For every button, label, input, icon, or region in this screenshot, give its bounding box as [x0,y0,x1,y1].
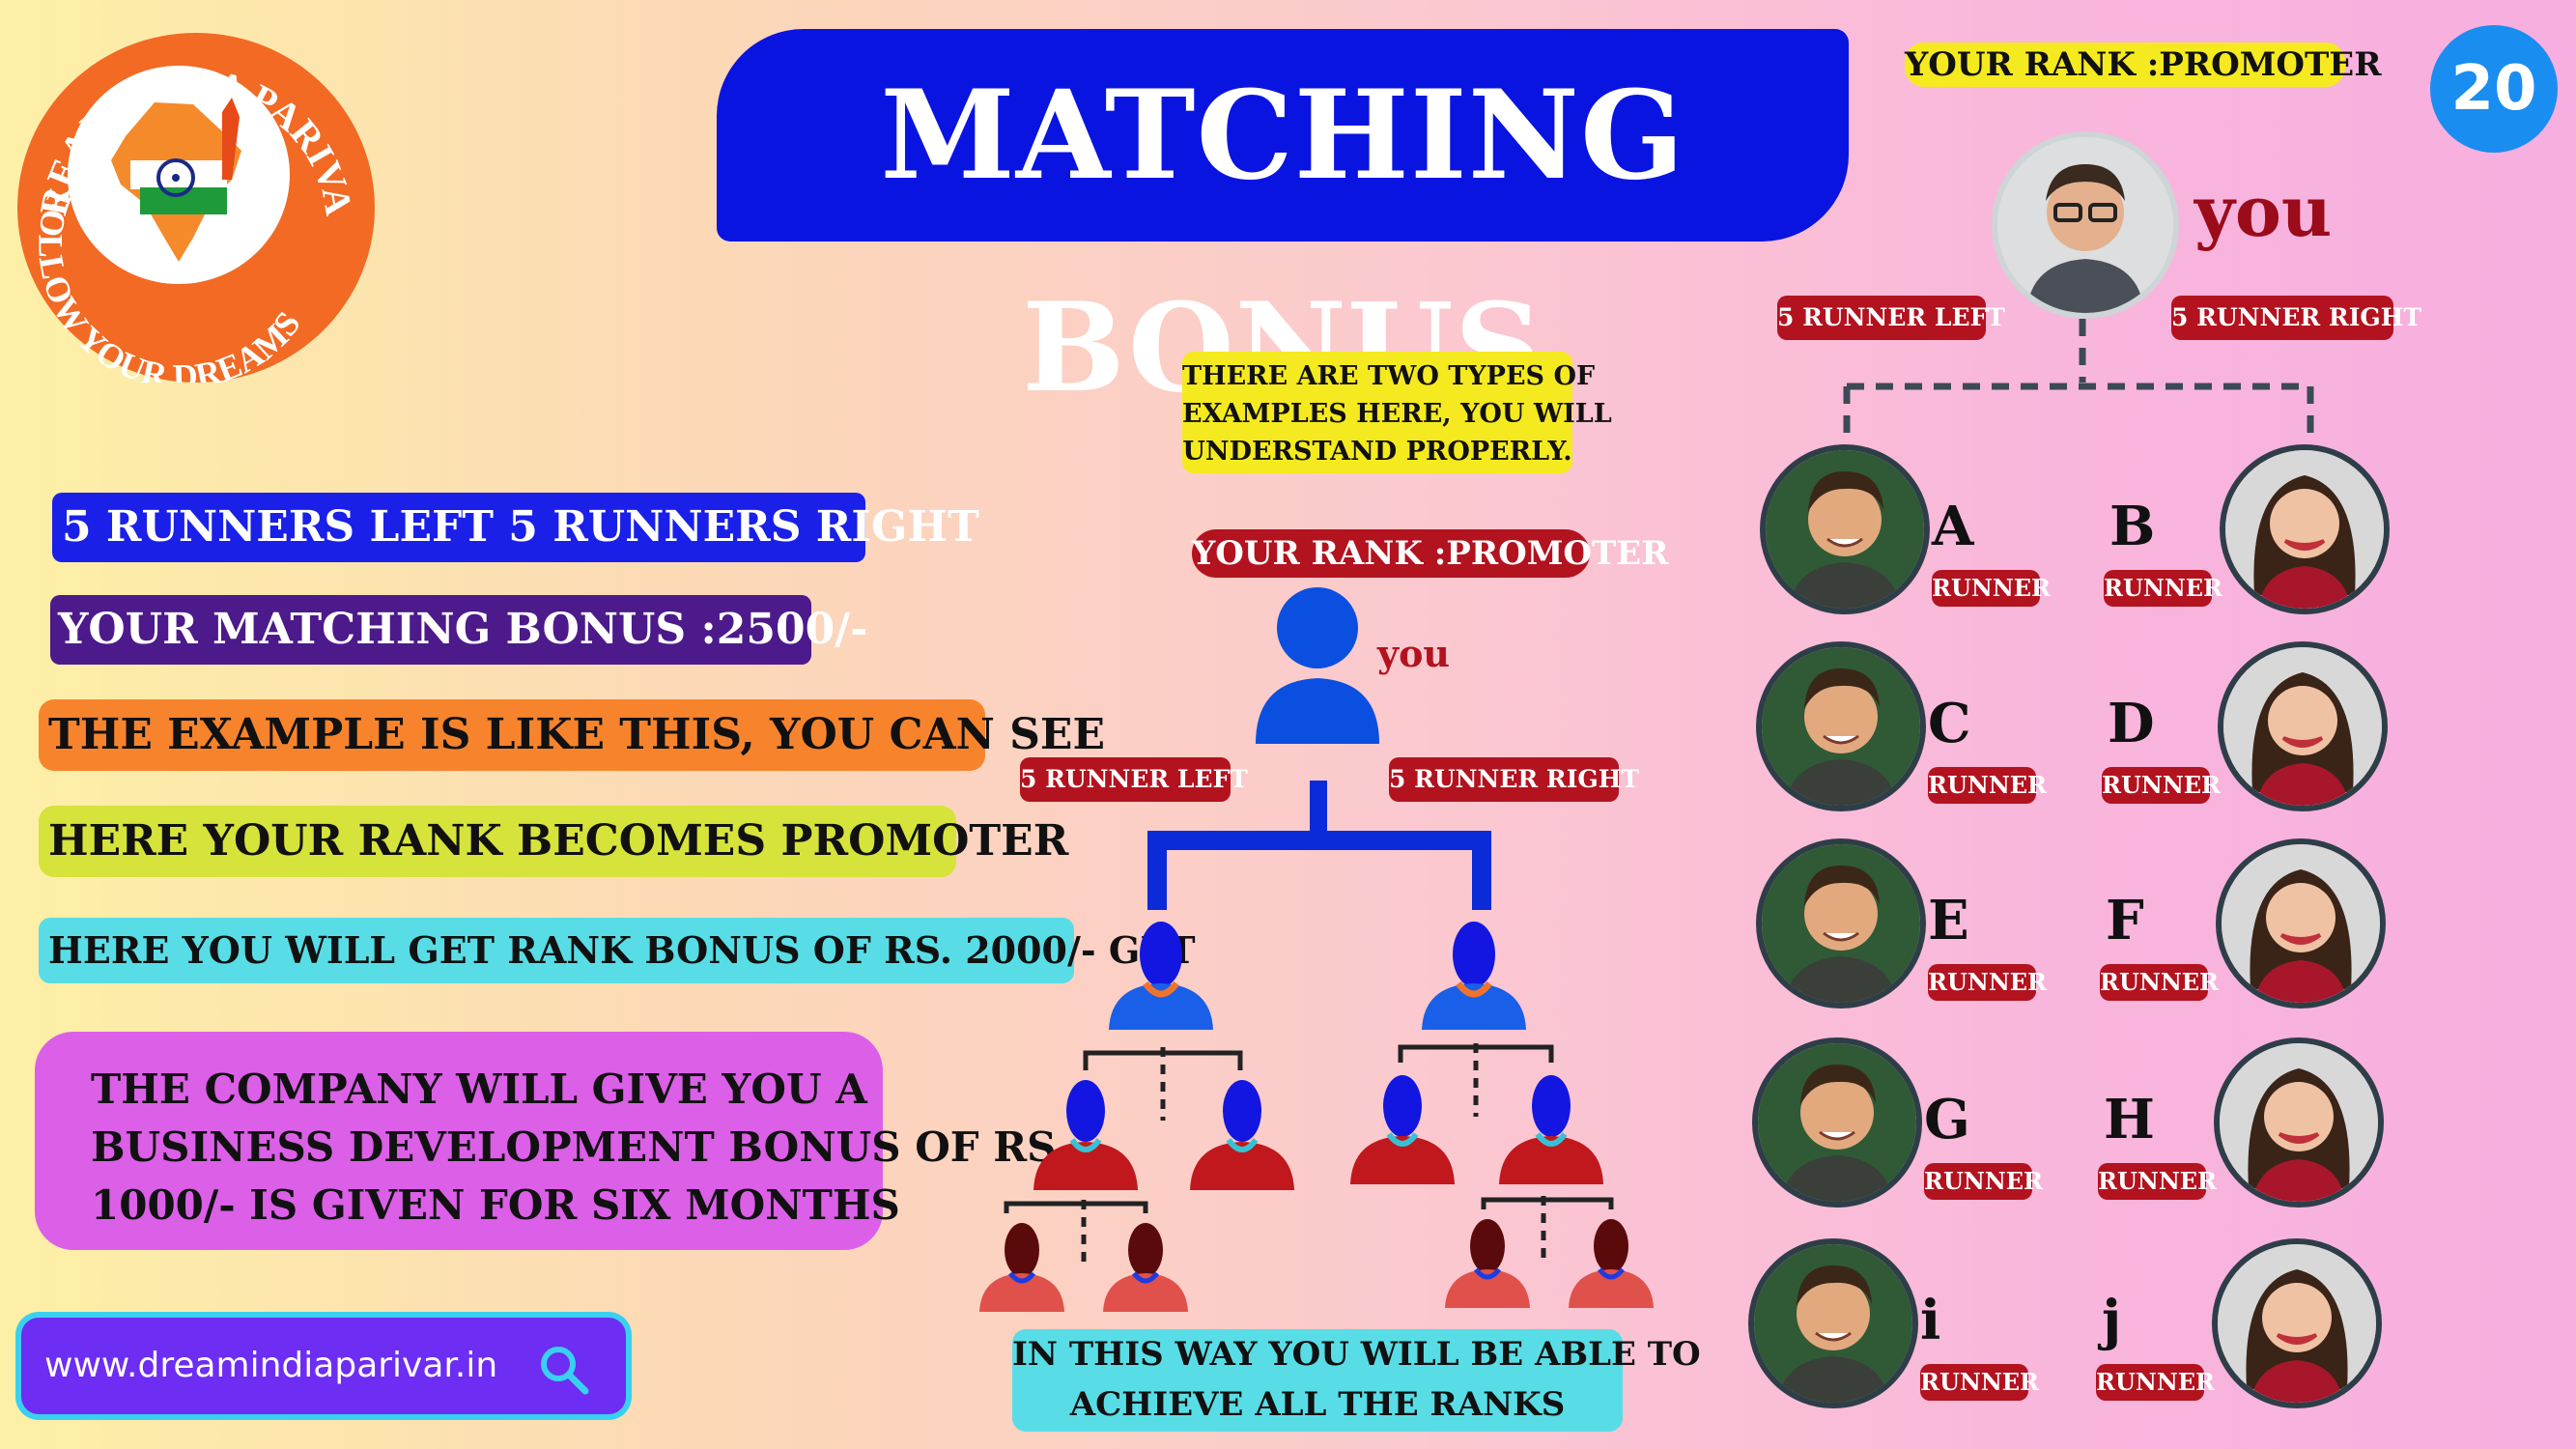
woman-avatar-icon [2225,450,2384,609]
great-grandchild-person-icon-2 [1103,1223,1188,1312]
left-child-person-icon [1109,922,1213,1030]
runner-letter-right: D [2108,692,2155,755]
runner-tag-left: RUNNER [1920,1364,2039,1401]
bottom-note-line-1: IN THIS WAY YOU WILL BE ABLE TO [1012,1335,1701,1374]
man-avatar-icon [1997,137,2173,313]
page-number-badge: 20 [2430,25,2558,153]
you-avatar [1992,131,2179,319]
runner-tag-left: RUNNER [1928,767,2047,804]
business-bonus-line-1: THE COMPANY WILL GIVE YOU A [91,1065,867,1113]
grandchild-person-icon-4 [1499,1075,1603,1184]
grandchild-person-icon-2 [1190,1080,1294,1190]
great-grandchild-person-icon-4 [1569,1219,1654,1308]
you-label: you [2194,170,2333,252]
examples-note: THERE ARE TWO TYPES OF EXAMPLES HERE, YO… [1182,352,1612,473]
bottom-note-line-2: ACHIEVE ALL THE RANKS [1069,1385,1566,1424]
runner-tag-right: RUNNER [2100,964,2219,1001]
examples-note-line-3: UNDERSTAND PROPERLY. [1182,437,1572,467]
great-grandchild-person-icon-3 [1445,1219,1530,1308]
man-avatar-icon [1766,450,1924,609]
examples-note-line-2: EXAMPLES HERE, YOU WILL [1182,399,1612,429]
runner-tag-left: RUNNER [1924,1163,2043,1200]
right-tree-connector [1843,319,2314,444]
page-title: MATCHING BONUS [880,64,1685,419]
info-line-runners: 5 RUNNERS LEFT 5 RUNNERS RIGHT [52,493,979,562]
search-icon[interactable] [537,1343,591,1397]
middle-you-label: you [1377,632,1451,675]
rank-top-tag: YOUR RANK :PROMOTER [1905,43,2381,87]
runner-avatar-right [2214,1037,2384,1208]
runner-avatar-right [2220,444,2390,614]
info-line-rank-promoter: HERE YOUR RANK BECOMES PROMOTER [39,806,1068,877]
runner-letter-right: H [2104,1088,2155,1151]
runner-letter-right: B [2109,495,2156,558]
runner-tag-right: RUNNER [2104,570,2222,607]
grandchild-person-icon-1 [1033,1080,1138,1190]
runner-letter-left: G [1924,1088,1970,1151]
runner-avatar-left [1756,641,1926,811]
middle-left-tag: 5 RUNNER LEFT [1020,757,1248,802]
man-avatar-icon [1758,1043,1916,1202]
woman-avatar-icon [2218,1244,2376,1403]
runner-letter-left: C [1928,692,1971,755]
runner-tag-right: RUNNER [2096,1364,2215,1401]
runner-avatar-right [2212,1238,2382,1408]
runner-tag-right: RUNNER [2098,1163,2217,1200]
runner-tag-left: RUNNER [1932,570,2051,607]
runner-avatar-right [2216,838,2386,1009]
runner-letter-right: F [2106,889,2144,952]
runner-tag-left: RUNNER [1928,964,2047,1001]
right-child-person-icon [1422,922,1526,1030]
runner-letter-left: i [1920,1289,1941,1352]
man-avatar-icon [1754,1244,1912,1403]
woman-avatar-icon [2222,844,2380,1003]
runner-avatar-right [2218,641,2388,811]
woman-avatar-icon [2220,1043,2378,1202]
website-url[interactable]: www.dreamindiaparivar.in [44,1346,498,1385]
runner-avatar-left [1748,1238,1918,1408]
examples-note-line-1: THERE ARE TWO TYPES OF [1182,361,1596,391]
right-tree-right-tag: 5 RUNNER RIGHT [2171,296,2421,340]
info-line-example: THE EXAMPLE IS LIKE THIS, YOU CAN SEE [39,699,1105,771]
middle-rank-tag: YOUR RANK :PROMOTER [1192,529,1668,578]
runner-letter-left: E [1928,889,1969,952]
business-bonus-line-2: BUSINESS DEVELOPMENT BONUS OF RS. [91,1123,1069,1171]
middle-tree-diagram [979,587,1654,1312]
info-box-business-bonus: THE COMPANY WILL GIVE YOU A BUSINESS DEV… [35,1032,1069,1250]
middle-right-tag: 5 RUNNER RIGHT [1389,757,1639,802]
runner-avatar-left [1760,444,1930,614]
woman-avatar-icon [2223,647,2382,806]
grandchild-person-icon-3 [1350,1075,1455,1184]
info-line-matching-bonus: YOUR MATCHING BONUS :2500/- [50,595,868,665]
info-line-rank-bonus: HERE YOU WILL GET RANK BONUS OF RS. 2000… [39,918,1196,983]
bottom-achieve-note: IN THIS WAY YOU WILL BE ABLE TO ACHIEVE … [1012,1329,1701,1432]
title-banner [717,29,1849,242]
business-bonus-line-3: 1000/- IS GIVEN FOR SIX MONTHS [91,1181,900,1229]
runner-tag-right: RUNNER [2102,767,2221,804]
man-avatar-icon [1762,844,1920,1003]
india-map-icon [111,98,241,262]
runner-letter-left: A [1932,495,1974,558]
runner-avatar-left [1756,838,1926,1009]
runner-avatar-left [1752,1037,1922,1208]
runner-letter-right: j [2102,1289,2122,1352]
man-avatar-icon [1762,647,1920,806]
root-person-icon [1256,587,1379,744]
website-search-bar[interactable] [21,1318,626,1414]
right-tree-left-tag: 5 RUNNER LEFT [1777,296,2005,340]
great-grandchild-person-icon-1 [979,1223,1064,1312]
